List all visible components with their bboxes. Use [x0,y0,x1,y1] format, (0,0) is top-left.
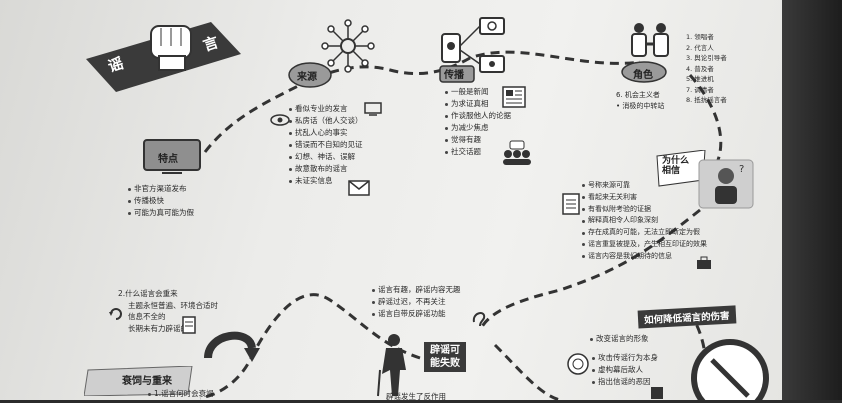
why-label: 为什么 相信 [662,156,690,176]
list-item: 号称来源可靠 [582,180,707,192]
source-badge [288,62,332,88]
list-item: 8. 抵抗谣言者 [686,96,727,104]
decline-bottom: 1.谣言何时会衰竭 [148,388,214,400]
list-item: 存在成真的可能，无法立即断定为假 [582,227,707,239]
spread-badge [439,65,475,83]
list-item: 解释真相令人印象深刻 [582,215,707,227]
refresh-icon [109,308,122,320]
role-list-2: 6. 机会主义者 • 消极的中转站 [616,90,664,112]
list-item: 谣言自带反辟谣功能 [372,308,461,320]
list-item: 可能为真可能为假 [128,207,194,219]
list-item: 辟谣过迟，不再关注 [372,296,461,308]
stamp-icon [567,353,589,375]
list-item: 攻击传谣行为本身 [592,352,658,364]
spread-list: 一般是新闻 为求证真相 作谈服他人的论据 为减少焦虑 觉得有趣 社交话题 [445,86,511,158]
briefcase-icon [697,256,711,269]
list-item: 4. 普及者 [686,64,714,73]
list-item: 为求证真相 [445,98,511,110]
list-item: 非官方渠道发布 [128,183,194,195]
list-item: 幻想、神话、误解 [289,151,363,163]
svg-text:?: ? [739,164,744,175]
role-badge [621,61,667,83]
list-item: • 消极的中转站 [616,102,665,110]
monitor-icon [364,102,382,116]
tv-icon [143,139,201,174]
circle-emblem-icon [691,339,769,400]
decline-text: 2.什么谣言会重来 主题永恒普遍、环境合适时 信息不全的 长期未有力辟谣的 [118,289,218,333]
decline-badge [84,366,193,396]
refute-list: 谣言有趣，辟谣内容无趣 辟谣过迟，不再关注 谣言自带反辟谣功能 [372,284,461,320]
list-item: 看起来无关利害 [582,192,707,204]
list-item: 为减少焦虑 [445,122,511,134]
source-list: 看似专业的发言 私房话（他人交谈） 扰乱人心的事实 错误而不自知的见证 幻想、神… [289,103,363,187]
recycle-arrow-icon [204,331,260,362]
list-item: 谣言重复被提及，产生相互印证的效果 [582,239,707,251]
feature-label: 特点 [158,154,178,165]
list-item: 谣言有趣，辟谣内容无趣 [372,284,461,296]
list-item: 故意散布的谣言 [289,163,363,175]
list-item: 觉得有趣 [445,134,511,146]
checklist-icon [562,193,580,215]
handshake-people-icon [631,23,669,57]
role-list: 1. 领唱者 2. 代言人 3. 舆论引导者 4. 普及者 5. 推进机 7. … [686,32,727,106]
reduce-list: 攻击传谣行为本身 虚构幕后敌人 指出信谣的恶因 [592,352,658,388]
reduce-list-top: 改变谣言的形象 [590,333,649,345]
list-item: 作谈服他人的论据 [445,110,511,122]
table-background [782,0,842,400]
list-item: 看似专业的发言 [289,103,363,115]
source-label: 来源 [297,72,317,83]
list-item: 错误而不自知的见证 [289,139,363,151]
ear-icon [472,312,486,327]
spread-label: 传播 [444,70,464,81]
list-item: 1. 领唱者 [686,33,714,41]
network-icon [321,19,375,73]
tired-person-icon [377,334,406,397]
fist-icon [150,25,192,71]
list-item: 5. 推进机 [686,75,714,83]
bottom-cut-text: 辟谣发生了反作用 [386,392,446,401]
list-item: 7. 调情者 [686,85,714,94]
role-label: 角色 [633,70,653,81]
list-item: 传播极快 [128,195,194,207]
document-icon [182,316,196,334]
list-item: 虚构幕后敌人 [592,364,658,376]
newspaper-icon [502,86,526,108]
title-banner [86,22,241,92]
eye-icon [270,114,290,126]
list-item: 6. 机会主义者 [616,91,660,99]
why-badge: ? [656,150,754,209]
list-item: 有看似附考验的证据 [582,204,707,216]
list-item: 2. 代言人 [686,43,714,52]
small-doc-icon [651,387,663,399]
list-item: 改变谣言的形象 [590,333,649,345]
list-item: 私房话（他人交谈） [289,115,363,127]
why-list: 号称来源可靠 看起来无关利害 有看似附考验的证据 解释真相令人印象深刻 存在成真… [582,180,707,263]
decline-label: 衰饲与重来 [122,376,172,387]
list-item: 一般是新闻 [445,86,511,98]
envelope-icon [348,180,370,196]
list-item: 社交话题 [445,146,511,158]
list-item: 谣言内容是我们期待的信息 [582,251,707,263]
list-item: 扰乱人心的事实 [289,127,363,139]
list-item: 指出信谣的恶因 [592,376,658,388]
refute-label: 辟谣可 能失败 [424,342,466,372]
people-chat-icon [503,140,531,165]
feature-list: 非官方渠道发布 传播极快 可能为真可能为假 [128,183,194,219]
list-item: 未证实信息 [289,175,363,187]
devices-icon [441,17,505,73]
list-item: 3. 舆论引导者 [686,54,727,62]
